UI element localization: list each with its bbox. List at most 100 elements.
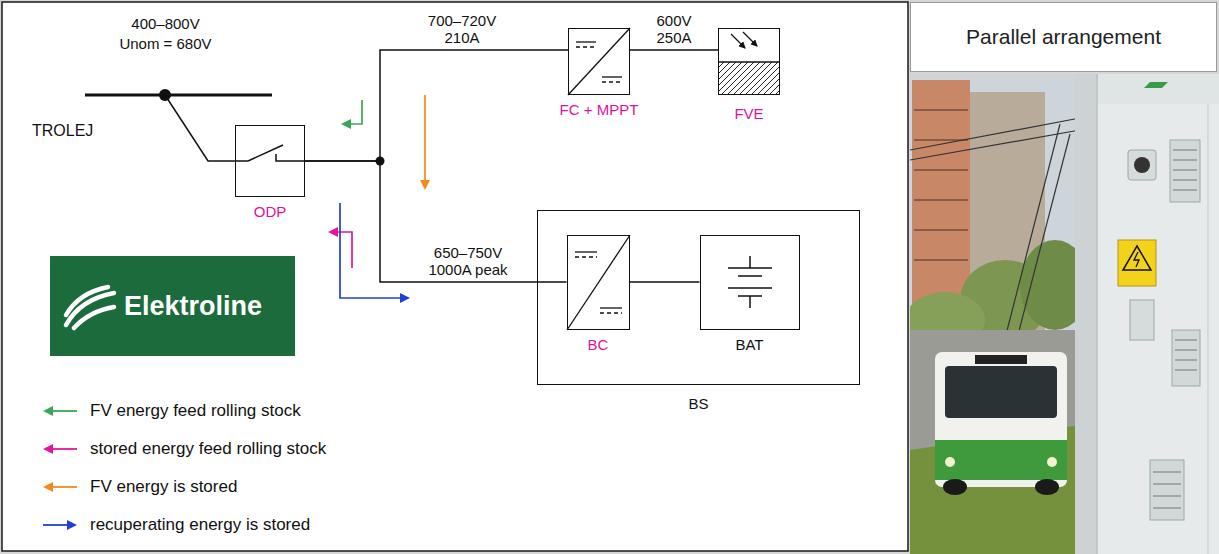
dcdc-symbol [576,41,596,42]
dcdc-symbol [568,28,630,95]
legend-arrow-head [67,520,77,530]
station-photo [1144,82,1168,88]
station-photo [1153,507,1181,509]
legend-arrow-head [43,406,53,416]
station-photo [1208,104,1209,554]
box-caption: ODP [166,203,374,221]
rating-label: 600V 250A [646,12,702,46]
trolley-wire [85,94,272,97]
station-photo [910,425,1080,554]
station-photo [910,74,1219,554]
station-photo [1134,252,1139,267]
station-photo [1130,300,1154,340]
switch-box: ODP [235,125,305,197]
voltage-label: 400–800V Unom = 680V [117,14,214,53]
logo-box: Elektroline [50,256,295,356]
pv-symbol [718,61,780,62]
pv-symbol [743,32,757,46]
power-line [630,281,700,283]
dcdc-symbol [602,76,622,77]
switch-symbol [276,154,305,161]
legend-arrow-head [43,482,53,492]
dcdc-symbol [575,256,597,257]
station-photo [945,366,1057,418]
label-holder: 600V 250A [646,12,702,46]
legend-row: FV energy feed rolling stock [42,397,326,425]
dcdc-symbol [602,81,622,82]
storage-box: BSBCBAT [537,210,860,385]
panel-frame [2,2,908,551]
box-caption: BC [498,336,699,354]
dcdc-symbol [567,235,630,330]
legend-arrow-head [43,444,53,454]
station-photo [1035,479,1059,495]
rating-label: 700–720V 210A [422,12,502,46]
station-photo [1175,349,1197,351]
station-photo [1123,246,1151,270]
flow-arrow [343,100,362,124]
station-photo [1153,483,1181,485]
legend-row: recuperating energy is stored [42,511,326,539]
legend-arrow [42,480,78,494]
station-photo [943,479,967,495]
station-photo [1075,74,1097,554]
flow-arrow [330,95,425,298]
station-photo [1153,472,1181,508]
box-caption: BAT [631,336,869,354]
legend-arrow [42,404,78,418]
switch-symbol [248,145,283,161]
connector-group [305,50,718,282]
station-photo [1173,149,1197,151]
dcdc-symbol [600,307,622,308]
battery-symbol [728,267,772,269]
dcdc-symbol [576,46,596,47]
station-photo [1173,169,1197,171]
logo-mark [62,281,118,331]
box-caption: FC + MPPT [499,101,699,119]
pv-box: FVE [718,28,780,95]
dcdc-symbol [567,235,630,330]
power-line [305,50,568,161]
flow-arrow [424,95,426,188]
converter-box: FC + MPPT [568,28,630,95]
panel-frame [2,2,908,551]
station-photo [1175,369,1197,371]
station-photo [1175,340,1197,370]
station-photo [1153,471,1181,473]
box-caption: FVE [649,105,849,123]
station-photo [1175,339,1197,341]
station-photo [935,440,1067,480]
station-photo [1150,460,1184,520]
legend-text: FV energy is stored [90,477,237,497]
station-photo [1118,240,1156,286]
station-photo [914,199,968,201]
battery-box: BAT [700,235,800,330]
pv-symbol [731,34,745,48]
station-photo [914,169,968,171]
pv-symbol [718,32,780,94]
battery-symbol [738,275,762,277]
line-name: TROLEJ [32,121,122,142]
box-title: Parallel arrangement [966,24,1161,49]
label-holder: 400–800V Unom = 680V [117,14,214,53]
station-photo [914,259,968,261]
battery-symbol [749,256,751,268]
station-photo [975,355,1027,364]
station-photo [1173,150,1197,190]
converter-box: BC [567,235,630,330]
station-photo [1097,74,1219,104]
station-photo [914,109,968,111]
station-photo [1175,359,1197,361]
legend-row: FV energy is stored [42,473,326,501]
box-caption: BS [468,395,929,413]
station-photo [914,229,968,231]
station-photo [1047,457,1057,467]
station-photo [1173,179,1197,181]
trolley-wire [159,89,171,101]
flow-arrow [330,232,352,268]
pv-symbol [719,62,779,94]
legend-text: stored energy feed rolling stock [90,439,326,459]
station-photo [1172,330,1200,386]
station-photo [1096,74,1098,554]
battery-symbol [749,296,751,308]
